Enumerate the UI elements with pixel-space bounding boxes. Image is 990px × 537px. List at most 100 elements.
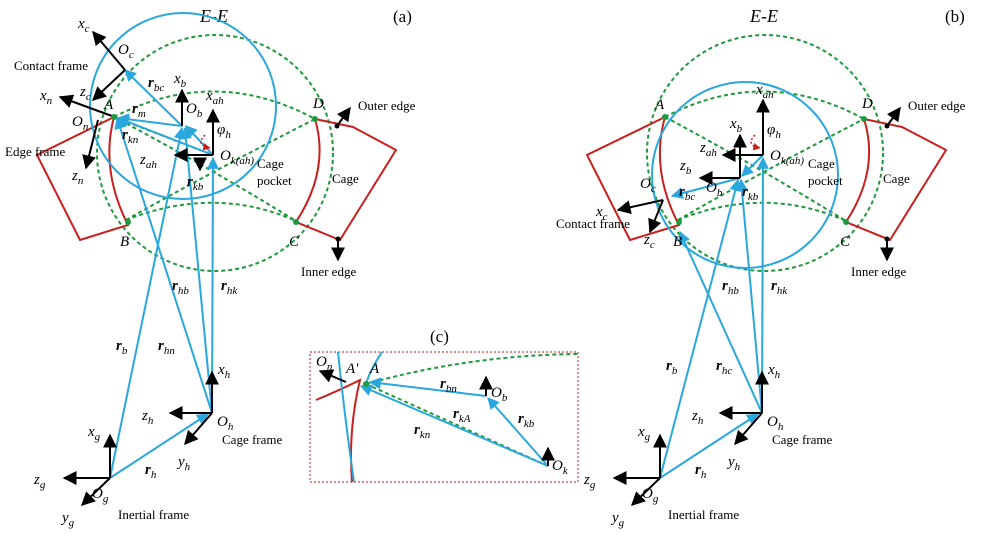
- vec-label-rkb-c: rkb: [518, 411, 535, 430]
- axis-yh-b: [734, 412, 763, 446]
- edge-dot-inner-b: [884, 236, 890, 242]
- pitch-circle-a: [96, 34, 334, 272]
- label-cage-pocket-1-a: Cage: [257, 156, 284, 171]
- ball-circle-b: [651, 81, 839, 269]
- label-point-A-b: A: [654, 97, 665, 113]
- dashed-arc-c: [365, 353, 579, 385]
- axis-label-zn-a: zn: [71, 168, 84, 187]
- origin-On-c: On: [316, 354, 333, 373]
- vec-rbn-c: [368, 377, 487, 397]
- origin-On-a: On: [72, 114, 89, 133]
- vec-rhc-b: [678, 230, 763, 414]
- vec-label-rb-a: rb: [116, 338, 128, 357]
- point-D-b: [861, 116, 867, 122]
- axis-zc-b: [648, 199, 664, 234]
- vec-rhn-a: [114, 116, 213, 414]
- vec-label-rhb-b: rhb: [722, 278, 739, 297]
- vec-label-rkb-a: rkb: [187, 174, 204, 193]
- vec-rh-b: [659, 413, 760, 479]
- vec-rkb-c: [487, 397, 549, 467]
- label-point-D-a: D: [312, 96, 324, 112]
- vec-rkn-a: [116, 116, 214, 156]
- panel-b-vectors: [659, 154, 769, 479]
- label-A-c: A: [369, 361, 380, 377]
- panel-b: E-E (b): [556, 6, 966, 529]
- edge-dot-outer-a: [334, 123, 340, 129]
- axis-zc-a: [91, 69, 126, 101]
- axis-n-c: [318, 369, 347, 383]
- axis-label-xb-b: xb: [729, 116, 743, 135]
- label-cage-frame-a: Cage frame: [222, 432, 283, 447]
- axis-label-zc-a: zc: [79, 84, 91, 103]
- vec-label-rkA-c: rkA: [453, 406, 471, 425]
- origin-Ob-c: Ob: [491, 385, 508, 404]
- cage-curve-c: [315, 378, 362, 483]
- label-cage-a: Cage: [332, 171, 359, 186]
- axis-label-xh-a: xh: [217, 362, 231, 381]
- axis-label-yh-a: yh: [176, 454, 191, 473]
- origin-Oc-b: Oc: [640, 176, 656, 195]
- vec-rh-a: [109, 413, 210, 479]
- axis-label-xg-b: xg: [637, 424, 651, 443]
- panel-a-points: [111, 114, 318, 225]
- point-B-a: [125, 219, 131, 225]
- point-A-c: [363, 381, 369, 387]
- vec-label-rkb-b: rkb: [742, 184, 759, 203]
- origin-Okah-b: Ok(ah): [770, 148, 804, 167]
- label-cage-pocket-2-b: pocket: [808, 173, 843, 188]
- vec-label-rb-b: rb: [666, 358, 678, 377]
- label-outer-edge-b: Outer edge: [908, 98, 966, 113]
- axis-label-yg-a: yg: [60, 510, 75, 529]
- vec-rhb-a: [180, 126, 213, 414]
- vec-rhk-a: [206, 156, 219, 414]
- vec-rhb-b: [735, 178, 763, 414]
- label-inner-edge-b: Inner edge: [851, 264, 906, 279]
- origin-Okah-a: Ok(ah): [220, 148, 254, 167]
- axis-zn-a: [82, 119, 99, 170]
- point-C-b: [843, 219, 849, 225]
- origin-Oh-b: Oh: [767, 414, 784, 433]
- cage-left-a: [35, 116, 130, 242]
- vec-rkb-b: [741, 154, 764, 177]
- label-cage-pocket-2-a: pocket: [257, 173, 292, 188]
- label-point-D-b: D: [861, 96, 873, 112]
- label-cage-b: Cage: [883, 171, 910, 186]
- point-A-b: [662, 114, 668, 120]
- cage-outline-a: [35, 116, 398, 242]
- axis-label-xg-a: xg: [87, 424, 101, 443]
- vec-label-rh-a: rh: [145, 462, 157, 481]
- vec-rbc-a: [124, 69, 183, 127]
- axis-label-zg-a: zg: [33, 472, 46, 491]
- vec-label-rh-b: rh: [695, 462, 707, 481]
- vec-label-rm-a: rm: [132, 101, 146, 120]
- axis-yg-b: [630, 477, 661, 506]
- panel-a-axes: [58, 30, 351, 506]
- axis-label-xn-a: xn: [39, 88, 53, 107]
- vec-label-rbn-c: rbn: [440, 376, 457, 395]
- panel-c-vectors: [359, 377, 549, 467]
- label-inertial-frame-b: Inertial frame: [668, 507, 739, 522]
- axis-xc-b: [616, 199, 664, 215]
- outer-edge-normal-b: [886, 106, 901, 127]
- edge-dot-outer-b: [884, 123, 890, 129]
- point-C-a: [293, 219, 299, 225]
- axis-label-yh-b: yh: [726, 454, 741, 473]
- arc-AC-b: [664, 116, 847, 222]
- label-point-B-a: B: [120, 234, 129, 250]
- origin-Oc-a: Oc: [118, 42, 134, 61]
- label-point-C-b: C: [840, 234, 851, 250]
- angle-label-a: φh: [217, 122, 231, 141]
- vec-label-rhk-b: rhk: [771, 278, 788, 297]
- cage-right-a: [294, 118, 398, 242]
- label-edge-frame-a: Edge frame: [5, 144, 66, 159]
- label-inertial-frame-a: Inertial frame: [118, 507, 189, 522]
- vec-rm-a: [116, 113, 183, 127]
- origin-Ob-a: Ob: [186, 101, 203, 120]
- label-inner-edge-a: Inner edge: [301, 264, 356, 279]
- origin-Og-a: Og: [92, 486, 109, 505]
- edge-dot-inner-a: [335, 236, 341, 242]
- ball-curve-c-1: [337, 351, 355, 483]
- label-cage-pocket-1-b: Cage: [808, 156, 835, 171]
- axis-yg-a: [80, 477, 111, 506]
